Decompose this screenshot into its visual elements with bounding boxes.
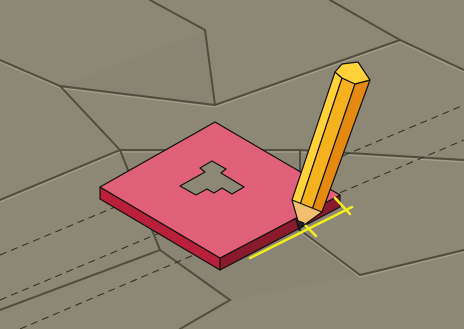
roof-illustration — [0, 0, 464, 329]
